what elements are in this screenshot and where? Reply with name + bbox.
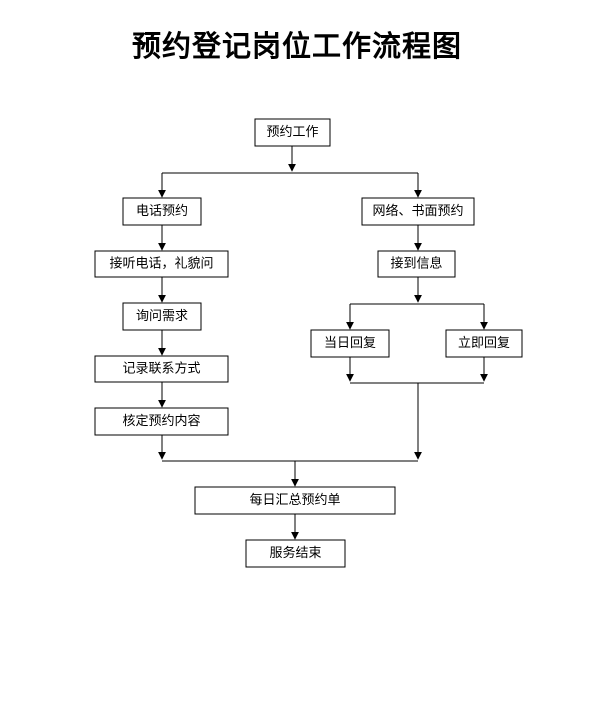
label-summary: 每日汇总预约单: [249, 492, 340, 508]
box-reply-immediate: [445, 329, 523, 358]
box-phone: [122, 197, 202, 226]
label-reply-same-day: 当日回复: [324, 336, 376, 351]
box-start: [254, 118, 331, 147]
label-inquire: 询问需求: [136, 309, 188, 324]
box-answer: [94, 250, 229, 278]
diagram-title: 预约登记岗位工作流程图: [131, 29, 462, 63]
label-phone: 电话预约: [136, 204, 188, 219]
box-reply-same-day: [310, 329, 390, 358]
box-end: [245, 539, 346, 568]
label-answer: 接听电话，礼貌问: [109, 256, 213, 272]
label-start: 预约工作: [266, 125, 318, 140]
label-receive: 接到信息: [390, 256, 442, 272]
label-end: 服务结束: [269, 545, 321, 561]
box-online: [361, 197, 475, 226]
box-summary: [194, 486, 396, 515]
label-reply-immediate: 立即回复: [458, 336, 510, 351]
box-record: [94, 355, 229, 383]
box-inquire: [122, 302, 202, 331]
label-confirm: 核定预约内容: [122, 413, 200, 429]
label-record: 记录联系方式: [122, 361, 200, 377]
box-receive: [377, 250, 456, 278]
box-confirm: [94, 407, 229, 436]
label-online: 网络、书面预约: [372, 203, 463, 219]
